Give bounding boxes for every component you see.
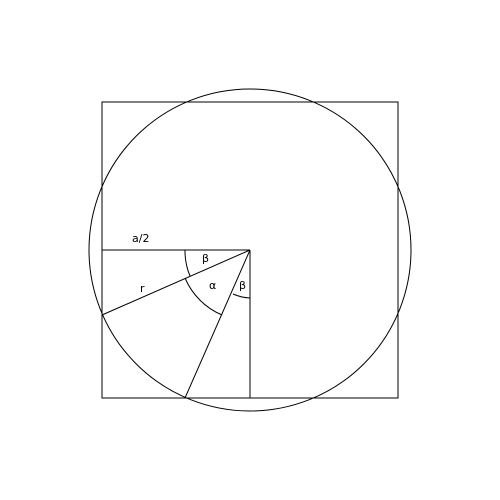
radius-label: r <box>140 282 145 295</box>
half-side-label: a/2 <box>132 232 149 245</box>
alpha-label: α <box>209 279 216 292</box>
beta-upper-arc <box>184 249 191 277</box>
alpha-arc <box>184 277 223 316</box>
beta-lower-arc <box>232 293 251 299</box>
beta-upper-label: β <box>202 252 209 265</box>
beta-lower-label: β <box>239 279 246 292</box>
circle <box>88 88 412 412</box>
radius-line-bottom <box>184 249 251 399</box>
radius-line-left <box>101 249 251 316</box>
